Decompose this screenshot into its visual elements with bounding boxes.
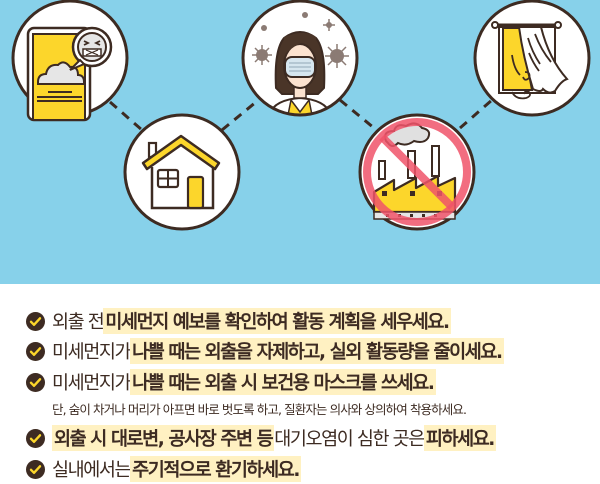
check-circle-icon <box>26 372 45 392</box>
illustration-panel <box>0 0 600 284</box>
tip-highlight-text: 피하세요. <box>423 425 496 451</box>
tip-item: 미세먼지가 나쁠 때는 외출 시 보건용 마스크를 쓰세요. <box>26 369 436 395</box>
tip-item: 미세먼지가 나쁠 때는 외출을 자제하고, 실외 활동량을 줄이세요. <box>26 338 504 364</box>
open-window-ventilation-icon <box>473 0 591 117</box>
tip-item: 외출 전 미세먼지 예보를 확인하여 활동 계획을 세우세요. <box>26 308 451 334</box>
tip-highlight-text: 나쁠 때는 외출을 자제하고, 실외 활동량을 줄이세요. <box>130 338 504 364</box>
tip-text: 미세먼지가 <box>52 342 132 363</box>
check-circle-icon <box>26 311 45 331</box>
dashed-connectors <box>109 98 493 132</box>
phone-air-quality-forecast-icon <box>11 0 129 122</box>
mask-usage-note: 단, 숨이 차거나 머리가 아프면 바로 벗도록 하고, 질환자는 의사와 상의… <box>52 402 467 417</box>
tip-highlight-text: 외출 시 대로변, 공사장 주변 등 <box>52 425 275 451</box>
tip-highlight-text: 주기적으로 환기하세요. <box>130 456 301 482</box>
check-circle-icon <box>26 459 45 479</box>
tip-text: 외출 전 <box>52 312 105 333</box>
woman-wearing-mask-icon <box>241 0 359 117</box>
no-factory-pollution-icon <box>358 113 476 231</box>
tip-text: 대기오염이 심한 곳은 <box>274 429 425 450</box>
tip-highlight-text: 미세먼지 예보를 확인하여 활동 계획을 세우세요. <box>103 308 451 334</box>
tip-text: 실내에서는 <box>52 460 132 481</box>
tip-highlight-text: 나쁠 때는 외출 시 보건용 마스크를 쓰세요. <box>130 369 436 395</box>
check-circle-icon <box>26 341 45 361</box>
house-icon <box>123 113 241 231</box>
tip-item: 외출 시 대로변, 공사장 주변 등 대기오염이 심한 곳은 피하세요. <box>26 425 496 451</box>
check-circle-icon <box>26 428 45 448</box>
tip-text: 미세먼지가 <box>52 373 132 394</box>
tip-item: 실내에서는 주기적으로 환기하세요. <box>26 456 301 482</box>
